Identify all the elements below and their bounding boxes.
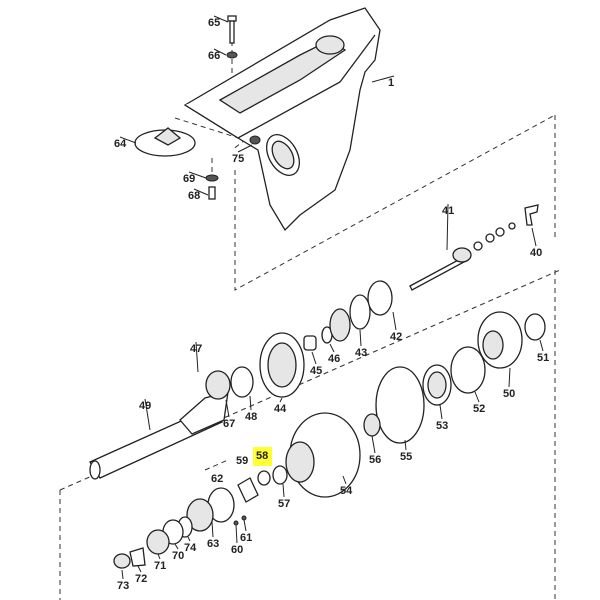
leader-line-47 — [195, 341, 199, 373]
callout-label-62[interactable]: 62 — [211, 473, 223, 485]
leader-line-66 — [213, 48, 227, 56]
leader-line-64 — [119, 136, 137, 144]
leader-line-60 — [235, 524, 238, 544]
leader-line-67 — [225, 399, 230, 418]
shift-shaft-parts — [409, 204, 539, 291]
leader-line-42 — [392, 311, 397, 331]
callout-label-43[interactable]: 43 — [355, 347, 367, 359]
callout-label-74[interactable]: 74 — [184, 542, 197, 554]
callout-label-75[interactable]: 75 — [232, 153, 244, 165]
highlight-layer — [253, 447, 272, 466]
callout-label-46[interactable]: 46 — [328, 353, 340, 365]
callout-label-54[interactable]: 54 — [340, 485, 353, 497]
callout-label-69[interactable]: 69 — [183, 173, 195, 185]
leader-line-45 — [311, 351, 317, 365]
callout-label-51[interactable]: 51 — [537, 352, 549, 364]
callout-label-61[interactable]: 61 — [240, 532, 252, 544]
leader-line-65 — [213, 15, 229, 23]
callout-label-42[interactable]: 42 — [390, 331, 402, 343]
callout-label-68[interactable]: 68 — [188, 190, 200, 202]
callout-label-53[interactable]: 53 — [436, 420, 448, 432]
leader-line-63 — [211, 521, 214, 538]
leader-line-51 — [539, 339, 544, 352]
leader-line-74 — [187, 536, 191, 542]
leader-line-48 — [249, 395, 252, 411]
callout-label-41[interactable]: 41 — [442, 205, 454, 217]
callout-label-63[interactable]: 63 — [207, 538, 219, 550]
leader-line-43 — [359, 329, 362, 347]
leader-line-72 — [137, 565, 142, 573]
leader-line-41 — [446, 203, 449, 251]
callout-label-58[interactable]: 58 — [256, 450, 268, 462]
leader-line-46 — [329, 343, 335, 353]
callout-label-55[interactable]: 55 — [400, 451, 412, 463]
leader-line-49 — [144, 398, 151, 431]
bearings-and-rings — [113, 280, 546, 569]
leader-line-1 — [371, 75, 395, 83]
callout-label-73[interactable]: 73 — [117, 580, 129, 592]
callout-label-44[interactable]: 44 — [274, 403, 287, 415]
callout-label-57[interactable]: 57 — [278, 498, 290, 510]
callout-label-67[interactable]: 67 — [223, 418, 235, 430]
callout-label-56[interactable]: 56 — [369, 454, 381, 466]
leader-line-71 — [157, 553, 161, 560]
callout-label-66[interactable]: 66 — [208, 50, 220, 62]
leader-line-57 — [282, 483, 285, 498]
callout-labels: 65 66 1 64 75 69 68 41 40 42 43 46 45 47 44 48 67 49 51 50 5… — [114, 15, 549, 592]
callout-label-72[interactable]: 72 — [135, 573, 147, 585]
leader-line-40 — [531, 227, 537, 247]
leader-line-61 — [243, 519, 247, 532]
leader-line-75 — [237, 144, 253, 153]
gear-housing-part-1 — [183, 7, 381, 232]
leader-line-68 — [193, 188, 209, 196]
leader-line-56 — [371, 435, 376, 454]
callout-label-48[interactable]: 48 — [245, 411, 257, 423]
callout-label-65[interactable]: 65 — [208, 17, 220, 29]
callout-label-1[interactable]: 1 — [388, 77, 394, 89]
leader-line-53 — [439, 404, 443, 420]
callout-label-40[interactable]: 40 — [530, 247, 542, 259]
callout-label-60[interactable]: 60 — [231, 544, 243, 556]
callout-label-64[interactable]: 64 — [114, 138, 127, 150]
leader-line-70 — [174, 543, 179, 550]
callout-label-45[interactable]: 45 — [310, 365, 322, 377]
callout-label-52[interactable]: 52 — [473, 403, 485, 415]
leader-line-54 — [342, 475, 347, 485]
callout-label-70[interactable]: 70 — [172, 550, 184, 562]
leader-line-73 — [121, 569, 124, 580]
leader-line-69 — [188, 171, 207, 179]
callout-label-47[interactable]: 47 — [190, 343, 202, 355]
leader-line-44 — [279, 397, 283, 403]
highlight-box-58 — [253, 447, 272, 466]
callout-label-59[interactable]: 59 — [236, 455, 248, 467]
leader-line-50 — [508, 367, 511, 388]
leader-line-52 — [474, 391, 480, 403]
propeller-shaft-part-49 — [89, 391, 229, 480]
callout-label-71[interactable]: 71 — [154, 560, 166, 572]
leader-line-55 — [404, 439, 407, 451]
callout-label-49[interactable]: 49 — [139, 400, 151, 412]
callout-label-50[interactable]: 50 — [503, 388, 515, 400]
